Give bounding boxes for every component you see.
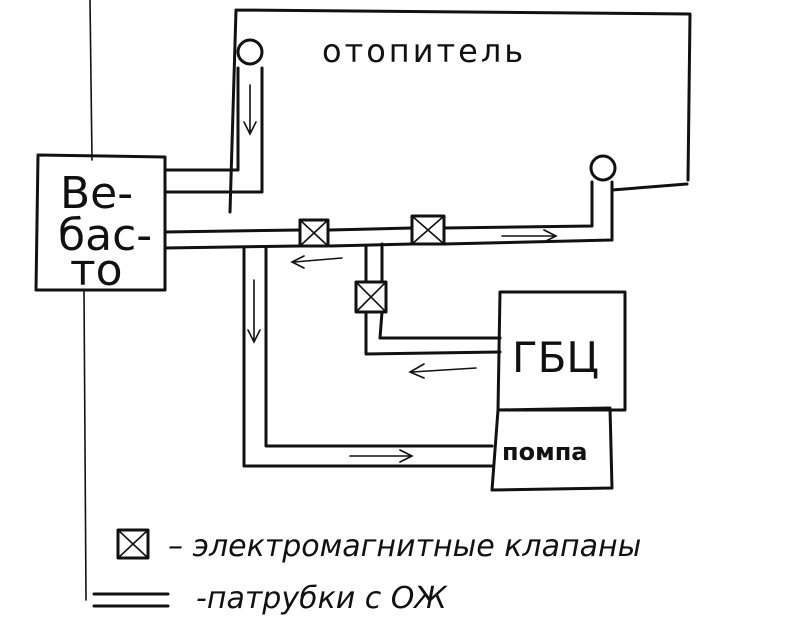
margin-line-top (89, 0, 93, 161)
heater-port-out (589, 154, 617, 182)
pipe-branch-gbc (364, 242, 502, 356)
svg-text:Ве-: Ве- (60, 168, 133, 219)
valve-1 (298, 218, 330, 248)
heater-box (228, 8, 692, 214)
heater-label: отопитель (322, 32, 526, 70)
gbc-box (496, 290, 627, 412)
gbc-label: ГБЦ (512, 333, 599, 382)
pump-box (490, 406, 614, 492)
pump-label: помпа (502, 438, 587, 466)
arrow-right-return (349, 449, 414, 463)
arrow-down-heater-inlet (243, 84, 257, 136)
margin-line-bottom (83, 289, 87, 601)
pipe-return-pump (242, 246, 494, 468)
svg-text:то: то (70, 245, 123, 296)
valve-2 (410, 214, 446, 246)
heater-port-in (236, 38, 264, 66)
webasto-box (34, 153, 167, 292)
arrow-left-main (290, 255, 343, 269)
pipe-webasto-to-heater (163, 66, 264, 194)
webasto-label: Ве- бас- то (58, 168, 152, 296)
legend-pipe-icon (92, 592, 170, 608)
arrow-down-return (247, 279, 261, 344)
svg-text:бас-: бас- (58, 210, 152, 261)
arrow-right-main (501, 229, 558, 243)
legend-valve-text: – электромагнитные клапаны (168, 529, 641, 564)
valve-3 (354, 280, 388, 314)
arrow-left-gbc (408, 363, 477, 379)
legend-valve-icon (116, 528, 150, 560)
legend-pipe-text: -патрубки с ОЖ (196, 581, 448, 616)
pipe-main-line (163, 180, 614, 250)
